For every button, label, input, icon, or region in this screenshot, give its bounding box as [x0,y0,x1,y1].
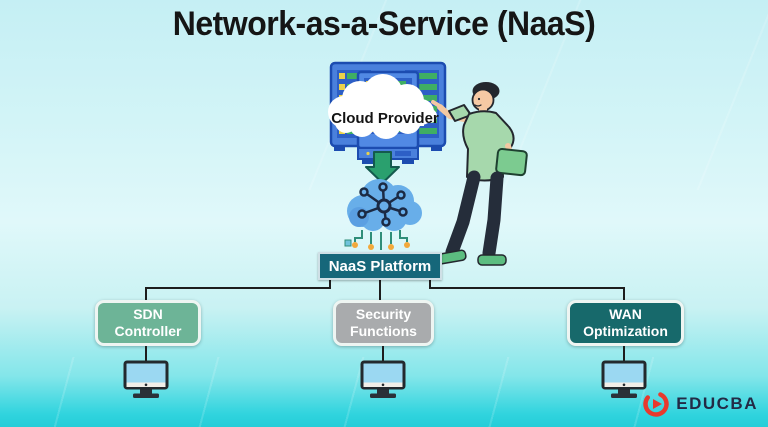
node-label-line2: Optimization [583,323,668,339]
naas-platform-label: NaaS Platform [328,257,432,275]
node-security-functions: Security Functions [333,300,434,346]
naas-platform-box: NaaS Platform [318,252,442,280]
educba-logo-text: EDUCBA [676,394,758,413]
cloud-provider-label: Cloud Provider [331,110,439,127]
circuit-pins [354,230,408,250]
node-wan-optimization: WAN Optimization [567,300,684,346]
node-label-line2: Controller [114,323,182,339]
down-arrow-icon [365,151,400,184]
page-title: Network-as-a-Service (NaaS) [172,5,596,43]
desktop-monitor-icon [123,360,169,400]
educba-logo-icon [643,391,670,417]
node-label-line2: Functions [350,323,417,339]
desktop-monitor-icon [601,360,647,400]
cloud-network-icon [344,179,422,250]
cloud-provider-cloud [328,74,437,139]
desktop-monitor-icon [360,360,406,400]
connector-lines [145,279,625,363]
node-label-line1: Security [355,305,412,322]
node-label-line1: SDN [133,305,163,322]
node-label-line1: WAN [609,305,642,322]
person-illustration [431,82,528,266]
node-sdn-controller: SDN Controller [95,300,201,346]
educba-logo: EDUCBA [641,389,758,419]
